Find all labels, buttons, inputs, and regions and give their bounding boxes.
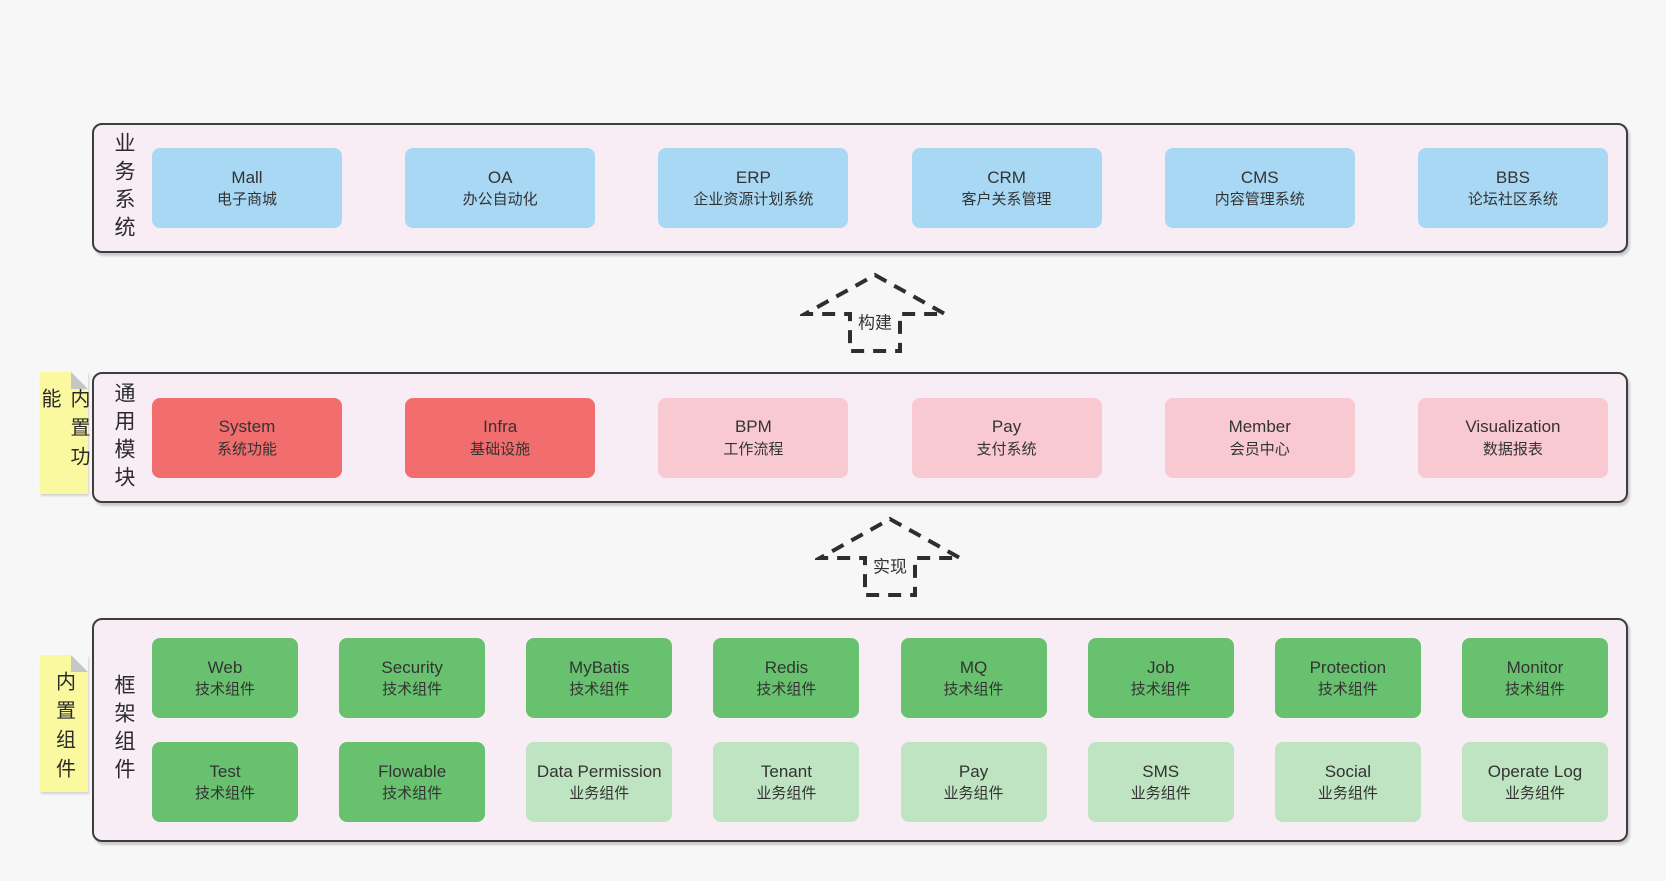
box-title: Visualization	[1465, 417, 1561, 437]
box-title: Job	[1146, 657, 1175, 677]
framework-components-label: 框架组件	[112, 674, 135, 786]
up-arrow-icon	[815, 516, 965, 597]
box-subtitle: 业务组件	[569, 785, 630, 803]
arrow-label: 构建	[854, 307, 896, 335]
box-subtitle: 技术组件	[1504, 681, 1565, 699]
box-mall: Mall 电子商城	[152, 148, 342, 228]
panel-common-modules: 通用模块 System 系统功能 Infra 基础设施 BPM 工作流程 Pay…	[92, 372, 1628, 503]
box-protection: Protection 技术组件	[1274, 638, 1421, 718]
box-member: Member 会员中心	[1164, 397, 1355, 478]
box-operate-log: Operate Log 业务组件	[1461, 742, 1608, 822]
box-title: BBS	[1495, 167, 1530, 187]
box-title: Member	[1228, 417, 1291, 437]
box-mybatis: MyBatis 技术组件	[526, 638, 673, 718]
panel-business-systems: 业务系统 Mall 电子商城 OA 办公自动化 ERP 企业资源计划系统 CRM…	[92, 123, 1628, 253]
box-subtitle: 技术组件	[382, 785, 443, 803]
sticky-note-builtin-components: 内置组件	[40, 655, 88, 792]
box-title: MQ	[959, 657, 988, 677]
box-tenant: Tenant 业务组件	[713, 742, 860, 822]
box-subtitle: 办公自动化	[462, 191, 538, 209]
box-title: Security	[381, 657, 443, 677]
box-title: Web	[207, 657, 243, 677]
box-title: BPM	[734, 417, 772, 437]
box-title: SMS	[1142, 761, 1180, 781]
build-arrow: 构建	[800, 272, 950, 354]
box-crm: CRM 客户关系管理	[911, 148, 1102, 228]
box-subtitle: 技术组件	[756, 681, 817, 699]
box-subtitle: 客户关系管理	[961, 191, 1052, 209]
box-title: Pay	[991, 417, 1022, 437]
box-system: System 系统功能	[152, 397, 342, 478]
common-modules-label: 通用模块	[112, 381, 135, 494]
box-pay: Pay 支付系统	[911, 397, 1102, 478]
box-job: Job 技术组件	[1087, 638, 1234, 718]
box-subtitle: 技术组件	[194, 785, 255, 803]
box-social: Social 业务组件	[1274, 742, 1421, 822]
box-subtitle: 技术组件	[382, 681, 443, 699]
box-subtitle: 论坛社区系统	[1467, 191, 1558, 209]
box-subtitle: 电子商城	[216, 191, 277, 209]
box-title: ERP	[735, 167, 771, 187]
box-title: Monitor	[1506, 657, 1564, 677]
box-infra: Infra 基础设施	[405, 397, 596, 478]
box-cms: CMS 内容管理系统	[1164, 148, 1355, 228]
box-subtitle: 工作流程	[723, 440, 784, 458]
box-test: Test 技术组件	[152, 742, 298, 822]
box-subtitle: 企业资源计划系统	[693, 191, 814, 209]
box-title: Infra	[483, 417, 518, 437]
box-pay-business: Pay 业务组件	[900, 742, 1047, 822]
box-title: Tenant	[760, 761, 812, 781]
box-subtitle: 业务组件	[756, 785, 817, 803]
box-title: Pay	[958, 761, 989, 781]
box-subtitle: 基础设施	[470, 440, 531, 458]
box-title: Social	[1324, 761, 1371, 781]
box-title: MyBatis	[569, 657, 630, 677]
box-subtitle: 业务组件	[1317, 785, 1378, 803]
box-subtitle: 技术组件	[1317, 681, 1378, 699]
box-flowable: Flowable 技术组件	[339, 742, 486, 822]
box-subtitle: 业务组件	[1130, 785, 1191, 803]
box-monitor: Monitor 技术组件	[1461, 638, 1608, 718]
box-web: Web 技术组件	[152, 638, 298, 718]
business-systems-label: 业务系统	[112, 132, 135, 244]
box-data-permission: Data Permission 业务组件	[526, 742, 673, 822]
box-subtitle: 内容管理系统	[1214, 191, 1305, 209]
box-title: Test	[209, 761, 241, 781]
box-subtitle: 技术组件	[569, 681, 630, 699]
box-mq: MQ 技术组件	[900, 638, 1047, 718]
box-subtitle: 会员中心	[1229, 440, 1290, 458]
box-title: Protection	[1309, 657, 1387, 677]
box-title: Flowable	[378, 761, 447, 781]
box-title: Operate Log	[1487, 761, 1583, 781]
box-title: Mall	[231, 167, 263, 187]
box-title: OA	[487, 167, 513, 187]
box-title: Redis	[764, 657, 809, 677]
box-oa: OA 办公自动化	[405, 148, 596, 228]
up-arrow-icon	[800, 272, 950, 353]
box-subtitle: 技术组件	[194, 681, 255, 699]
box-title: CRM	[987, 167, 1026, 187]
panel-framework-components: 框架组件 Web 技术组件 Security 技术组件 MyBatis 技术组件…	[92, 618, 1628, 842]
box-redis: Redis 技术组件	[713, 638, 860, 718]
box-subtitle: 技术组件	[943, 681, 1004, 699]
box-subtitle: 业务组件	[943, 785, 1004, 803]
box-title: Data Permission	[536, 761, 662, 781]
box-erp: ERP 企业资源计划系统	[658, 148, 849, 228]
box-security: Security 技术组件	[339, 638, 486, 718]
box-bpm: BPM 工作流程	[658, 397, 849, 478]
box-subtitle: 数据报表	[1482, 440, 1543, 458]
implement-arrow: 实现	[815, 516, 965, 598]
box-subtitle: 支付系统	[976, 440, 1037, 458]
box-bbs: BBS 论坛社区系统	[1417, 148, 1608, 228]
box-title: CMS	[1240, 167, 1279, 187]
box-subtitle: 技术组件	[1130, 681, 1191, 699]
arrow-label: 实现	[869, 551, 911, 579]
box-sms: SMS 业务组件	[1087, 742, 1234, 822]
box-visualization: Visualization 数据报表	[1417, 397, 1608, 478]
box-subtitle: 业务组件	[1504, 785, 1565, 803]
sticky-note-builtin-features: 内置功能	[38, 372, 89, 494]
box-title: System	[218, 417, 276, 437]
box-subtitle: 系统功能	[216, 440, 277, 458]
